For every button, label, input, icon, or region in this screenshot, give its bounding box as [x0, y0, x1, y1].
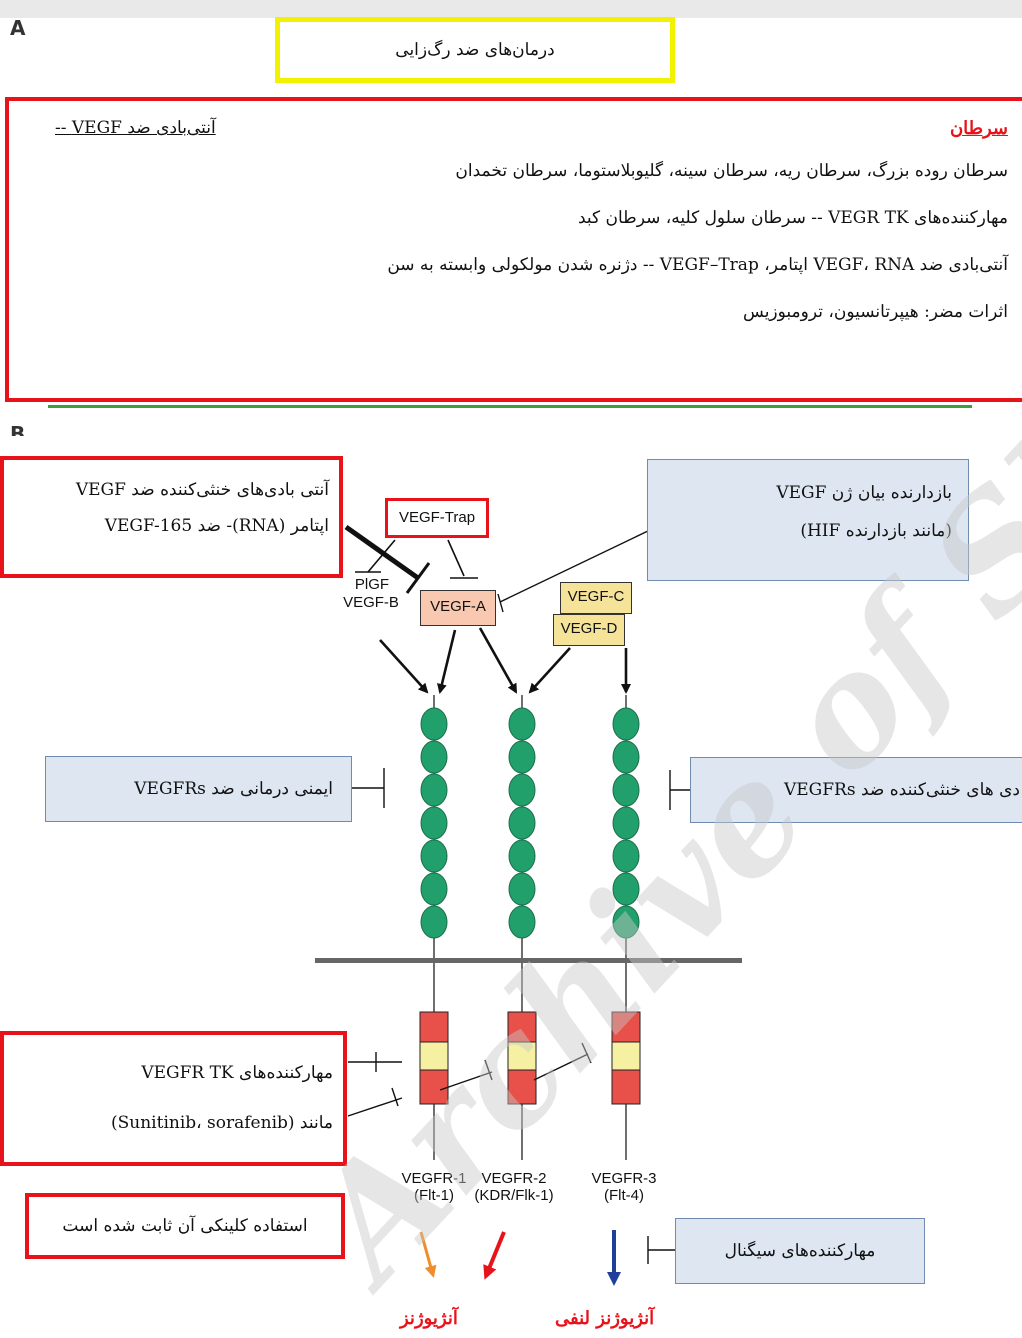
receptor-1-label: VEGFR-1 (Flt-1) — [384, 1170, 484, 1204]
clinical-text: استفاده کلینکی آن ثابت شده است — [62, 1216, 308, 1236]
receptor-2-domains — [508, 707, 536, 939]
vegf-c-box: VEGF-C — [560, 582, 632, 614]
vegf-a-label: VEGF-A — [430, 598, 486, 615]
vegf-trap-box: VEGF-Trap — [385, 498, 489, 538]
panel-a-letter: A — [10, 16, 26, 40]
receptor-3-alias: (Flt-4) — [604, 1187, 644, 1204]
inhibitor-antibody-line — [344, 524, 431, 594]
outcome-arrow-red — [483, 1231, 506, 1280]
vegf-c-label: VEGF-C — [567, 588, 625, 605]
vegf-d-label: VEGF-D — [560, 620, 618, 637]
inhibitor-plgf-line — [355, 539, 396, 573]
kinase-domain-3 — [611, 1011, 641, 1105]
vegf-b-label: VEGF-B — [343, 594, 399, 611]
outcome-arrow-orange — [419, 1231, 437, 1278]
signal-inhibitor-box: مهارکننده‌های سیگنال — [675, 1218, 925, 1284]
vegf-a-box: VEGF-A — [420, 590, 496, 626]
inhibitor-trap-line — [447, 539, 478, 579]
clinical-box: استفاده کلینکی آن ثابت شده است — [25, 1193, 345, 1259]
gene-inhibitor-line-1: بازدارنده بیان ژن VEGF — [776, 483, 952, 503]
section-divider — [48, 405, 972, 408]
receptor-1-name: VEGFR-1 — [401, 1170, 467, 1187]
signal-inhibitor-text: مهارکننده‌های سیگنال — [724, 1241, 876, 1261]
receptor-3-label: VEGFR-3 (Flt-4) — [574, 1170, 674, 1204]
inhibitor-signal-line — [647, 1236, 675, 1264]
receptor-1-domains — [420, 707, 448, 939]
outcome-angiogenesis: آنژیوژنز — [400, 1308, 458, 1329]
amd-line: آنتی‌بادی ضد VEGF، RNA اپتامر، VEGF–Trap… — [387, 255, 1008, 275]
immunotherapy-box: ایمنی درمانی ضد VEGFRs — [45, 756, 352, 822]
panel-a-content-box — [5, 97, 1022, 402]
antibodies-box: آنتی بادی‌های خنثی‌کننده ضد VEGF اپتامر … — [0, 456, 343, 578]
tk-inhibitors-line-1: مهارکننده‌های VEGFR TK — [141, 1063, 333, 1083]
plgf-label: PlGF — [354, 576, 390, 593]
inhibitor-gene-line — [497, 529, 651, 613]
panel-b-letter: B — [10, 422, 26, 436]
receptor-3-name: VEGFR-3 — [591, 1170, 657, 1187]
kinase-domain-2 — [507, 1011, 537, 1105]
antibodies-line-2: اپتامر (RNA)- ضد VEGF-165 — [104, 516, 329, 536]
cancer-list-line: سرطان روده بزرگ، سرطان ریه، سرطان سینه، … — [455, 161, 1008, 181]
vegf-d-box: VEGF-D — [553, 614, 625, 646]
inhibitor-immunotherapy-line — [352, 768, 385, 808]
gene-inhibitor-box: بازدارنده بیان ژن VEGF (مانند بازدارنده … — [647, 459, 969, 581]
immunotherapy-text: ایمنی درمانی ضد VEGFRs — [134, 779, 333, 799]
tk-inhibitor-line: مهارکننده‌های VEGR TK -- سرطان سلول کلیه… — [577, 208, 1008, 228]
antibody-line-text: آنتی‌بادی ضد VEGF -- — [55, 118, 216, 138]
vegf-trap-label: VEGF-Trap — [398, 509, 476, 526]
cell-membrane — [315, 958, 742, 963]
gene-inhibitor-line-2: (مانند بازدارنده HIF) — [800, 521, 952, 541]
antibody-line: آنتی‌بادی ضد VEGF -- — [55, 118, 216, 138]
neutralizing-receptor-text: دی های خنثی‌کننده ضد VEGFRs — [783, 780, 1020, 800]
top-bar — [0, 0, 1022, 18]
antibodies-line-1: آنتی بادی‌های خنثی‌کننده ضد VEGF — [75, 480, 329, 500]
receptor-2-name: VEGFR-2 — [481, 1170, 547, 1187]
receptor-2-alias: (KDR/Flk-1) — [474, 1187, 554, 1204]
receptor-2-label: VEGFR-2 (KDR/Flk-1) — [456, 1170, 572, 1204]
cancer-heading: سرطان — [949, 118, 1008, 139]
receptor-3-domains — [612, 707, 640, 939]
inhibitor-neutralizing-line — [669, 770, 690, 810]
neutralizing-receptor-box: دی های خنثی‌کننده ضد VEGFRs — [690, 757, 1022, 823]
ligand-arrows — [379, 627, 631, 694]
tk-inhibitors-box: مهارکننده‌های VEGFR TK مانند (Sunitinib،… — [0, 1031, 347, 1166]
panel-a-title: درمان‌های ضد رگ‌زایی — [395, 40, 555, 60]
outcome-lymphangiogenesis: آنژیوژنز لنفی — [555, 1308, 655, 1329]
side-effects-line: اثرات مضر: هیپرتانسیون، ترومبوزیس — [743, 302, 1008, 322]
inhibitor-tk-lines — [347, 1042, 592, 1117]
tk-inhibitors-line-2: مانند (Sunitinib، sorafenib) — [111, 1113, 333, 1133]
receptor-1-alias: (Flt-1) — [414, 1187, 454, 1204]
panel-a-title-box: درمان‌های ضد رگ‌زایی — [275, 17, 675, 83]
kinase-domain-1 — [419, 1011, 449, 1105]
